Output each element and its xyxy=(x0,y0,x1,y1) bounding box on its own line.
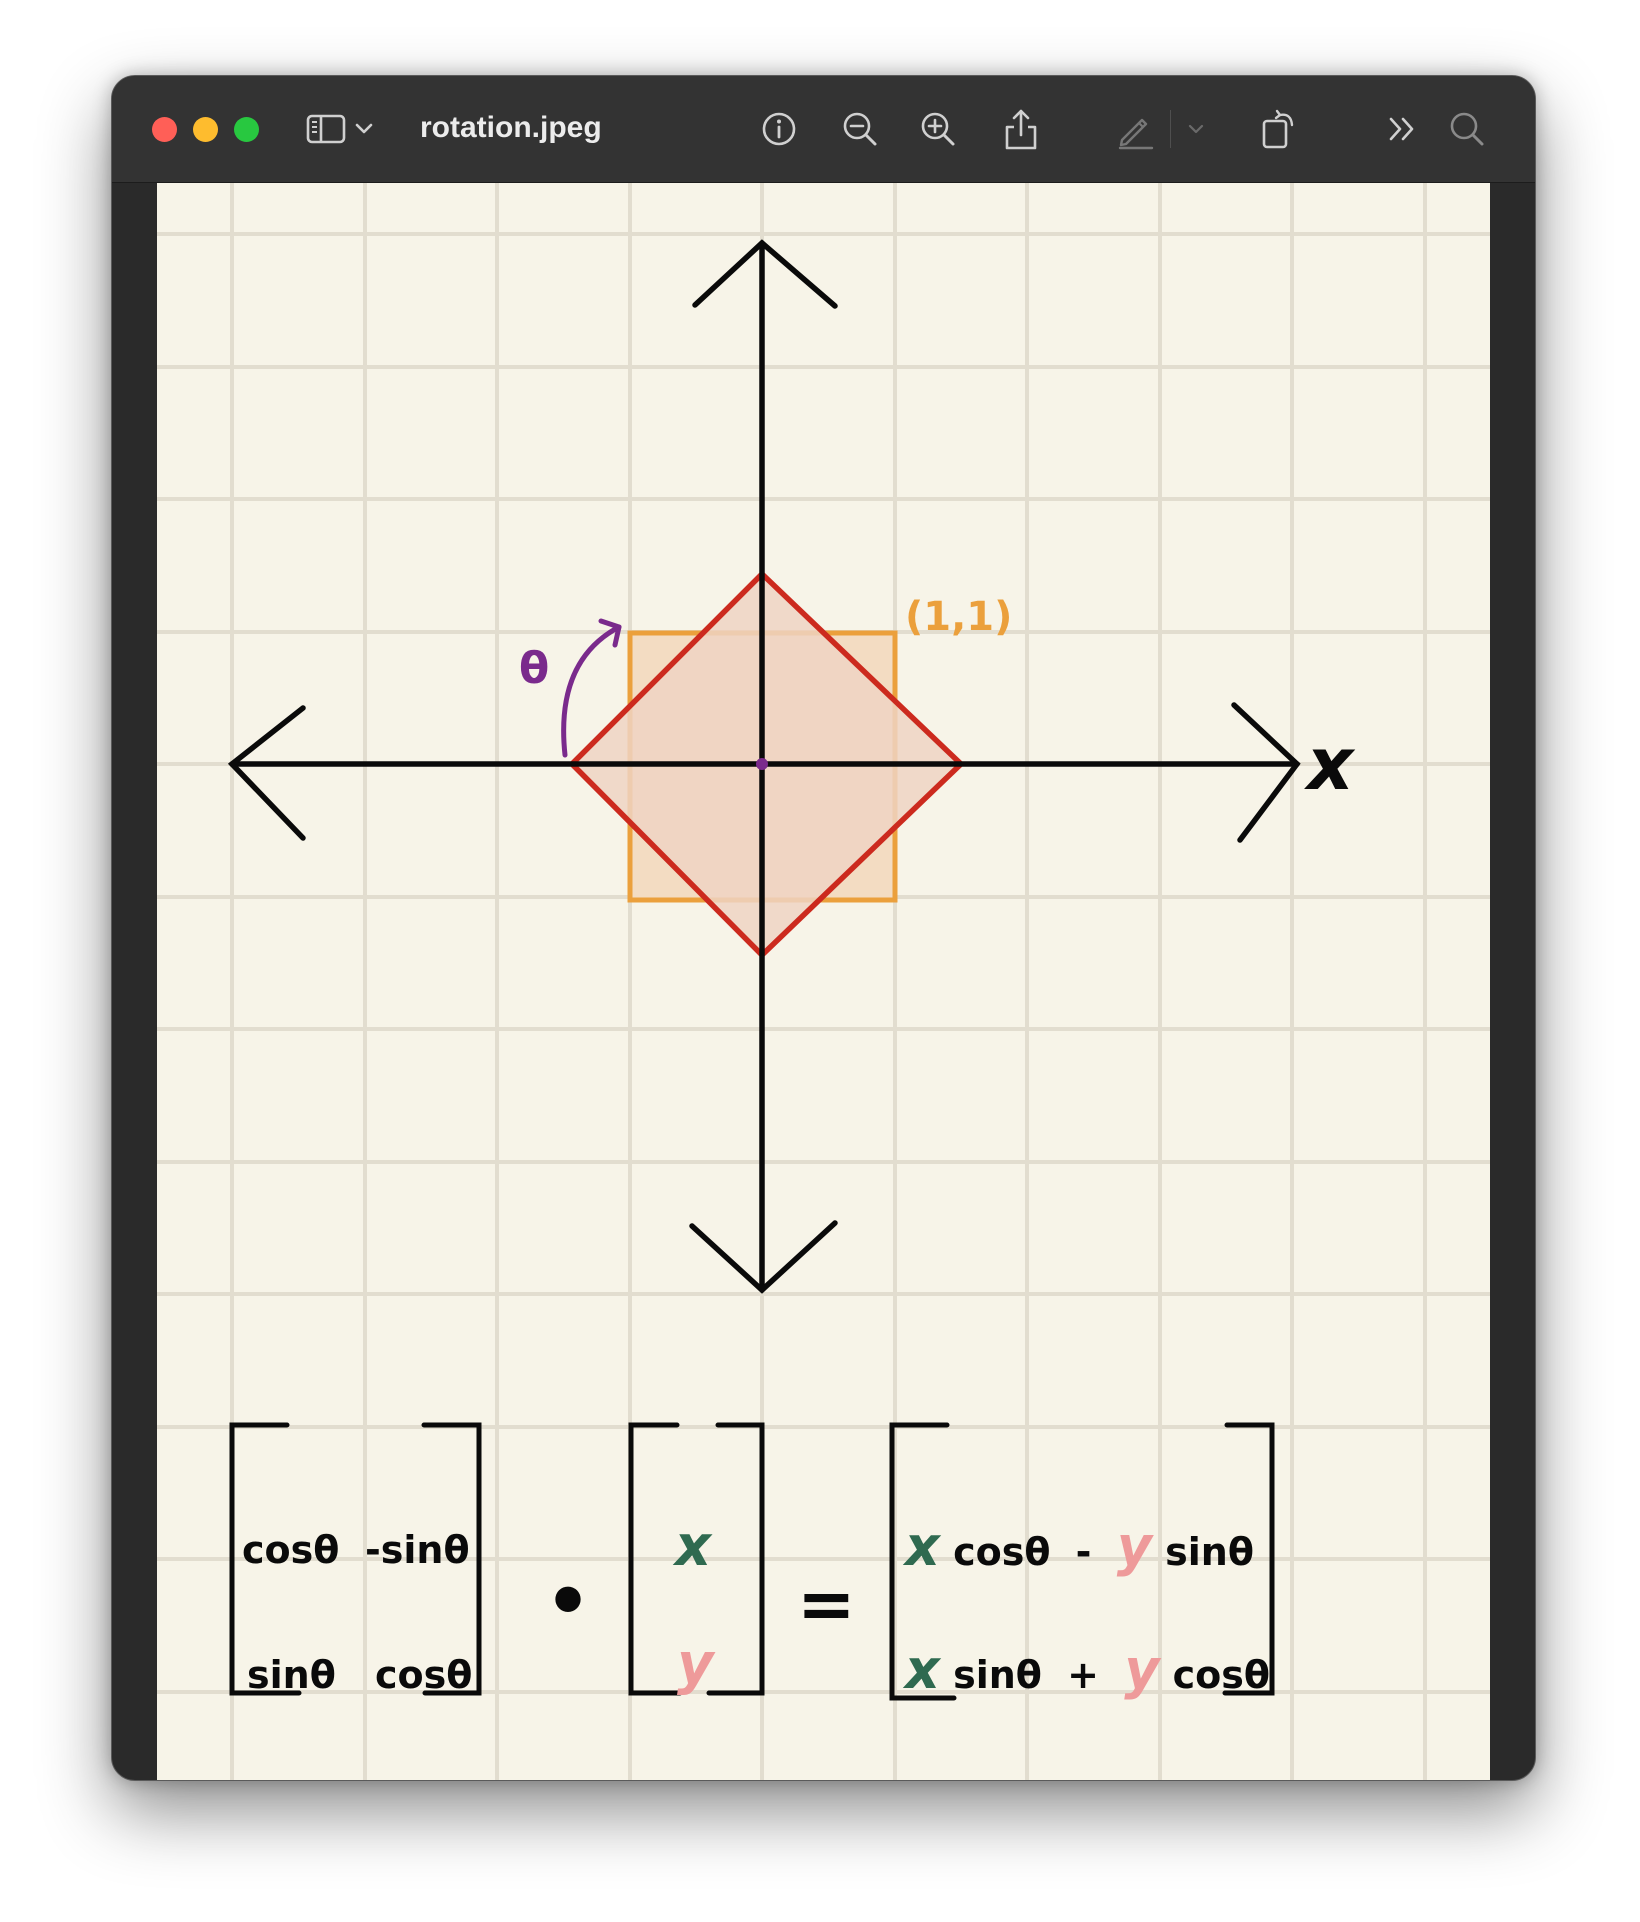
rotate-button[interactable] xyxy=(1255,105,1303,153)
dot-operator: • xyxy=(545,1559,591,1643)
close-button[interactable] xyxy=(152,117,177,142)
rotation-matrix-brackets xyxy=(229,1422,1275,1701)
vector-x: x xyxy=(672,1514,713,1579)
matrix-entry-12: -sinθ xyxy=(365,1528,470,1572)
chevron-down-icon xyxy=(355,123,373,134)
result-row-2: x sinθ + y cosθ xyxy=(902,1638,1270,1701)
image-canvas: x (1,1) θ cosθ -sinθ sinθ xyxy=(157,183,1490,1780)
markup-menu-button[interactable] xyxy=(1184,105,1208,153)
zoom-out-icon xyxy=(843,112,877,146)
info-icon xyxy=(762,112,796,146)
share-button[interactable] xyxy=(997,105,1045,153)
result-row-1: x cosθ - y sinθ xyxy=(902,1515,1254,1578)
result-1-term2: sinθ xyxy=(1165,1530,1254,1574)
markup-pen-icon xyxy=(1118,118,1154,150)
search-icon xyxy=(1450,112,1484,146)
more-tools-button[interactable] xyxy=(1379,105,1427,153)
rotation-drawing: x (1,1) θ cosθ -sinθ sinθ xyxy=(157,183,1490,1780)
vector-y: y xyxy=(677,1632,716,1697)
rotate-icon xyxy=(1262,109,1294,149)
zoom-button[interactable] xyxy=(234,117,259,142)
sidebar-menu-button[interactable] xyxy=(352,105,376,153)
result-2-x: x xyxy=(902,1638,942,1701)
zoom-in-icon xyxy=(921,112,955,146)
grid-lines xyxy=(157,183,1490,1780)
result-1-y: y xyxy=(1117,1515,1155,1578)
result-1-term1: cosθ xyxy=(953,1530,1050,1574)
zoom-out-button[interactable] xyxy=(836,105,884,153)
toolbar-separator xyxy=(1170,110,1171,148)
theta-label: θ xyxy=(519,643,549,694)
result-2-y: y xyxy=(1124,1638,1162,1701)
title-bar: rotation.jpeg xyxy=(112,76,1535,183)
matrix-entry-22: cosθ xyxy=(375,1653,472,1697)
window-title: rotation.jpeg xyxy=(420,111,602,144)
more-chevrons-icon xyxy=(1389,117,1414,141)
sidebar-toggle-button[interactable] xyxy=(302,105,350,153)
zoom-in-button[interactable] xyxy=(914,105,962,153)
origin-point xyxy=(756,758,768,770)
info-button[interactable] xyxy=(755,105,803,153)
result-1-x: x xyxy=(902,1515,942,1578)
equals-sign: = xyxy=(797,1563,856,1645)
point-label: (1,1) xyxy=(905,594,1012,640)
result-2-term2: cosθ xyxy=(1173,1653,1270,1697)
markup-button[interactable] xyxy=(1111,105,1159,153)
sidebar-icon xyxy=(306,114,346,144)
result-2-op: + xyxy=(1067,1653,1099,1697)
search-button[interactable] xyxy=(1443,105,1491,153)
matrix-entry-21: sinθ xyxy=(247,1653,336,1697)
matrix-entry-11: cosθ xyxy=(242,1528,339,1572)
result-2-term1: sinθ xyxy=(953,1653,1042,1697)
x-axis-label: x xyxy=(1304,722,1356,806)
chevron-down-icon xyxy=(1188,124,1204,134)
result-1-op: - xyxy=(1076,1530,1092,1574)
minimize-button[interactable] xyxy=(193,117,218,142)
preview-window: rotation.jpeg xyxy=(111,75,1536,1781)
rotation-arrow xyxy=(561,618,622,758)
share-icon xyxy=(1005,109,1037,150)
